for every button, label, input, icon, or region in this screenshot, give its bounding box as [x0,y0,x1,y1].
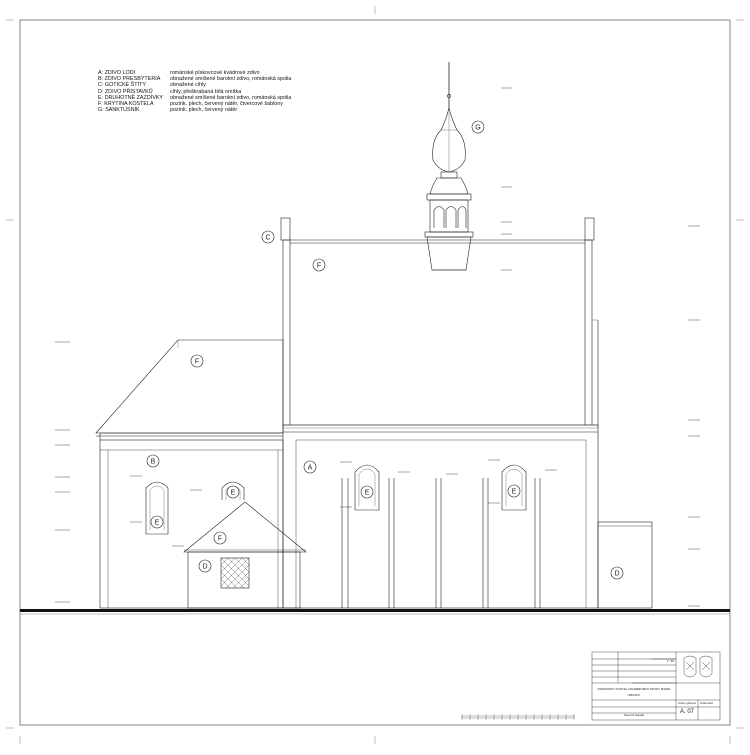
svg-text:E: E [512,489,517,496]
sheet-frame [6,6,744,744]
svg-text:E: E [231,490,236,497]
svg-text:F: F [317,263,321,270]
marker-a: A [303,460,317,474]
marker-b: B [146,454,160,468]
marker-f-porch: F [213,531,227,545]
material-markers: G C F F B A E E E E F D D [146,120,624,580]
drawing-title: ROMÁNSKÝ KOSTEL NANEBEVZETÍ PANNY MARIE [597,688,671,691]
svg-text:E: E [365,490,370,497]
svg-text:G: G [475,125,480,132]
svg-text:D: D [614,571,619,578]
marker-e-presbytery-2: E [150,515,164,529]
marker-c: C [261,230,275,244]
nave [280,217,599,609]
sheet-count-label: Číslo listů [700,702,714,705]
drawing-place: LIBČANY [627,694,641,697]
marker-e-nave-1: E [360,485,374,499]
level-marks [55,87,700,607]
marker-f-nave: F [312,258,326,272]
svg-text:F: F [195,359,199,366]
porch-annex [183,501,307,609]
svg-text:E: E [155,520,160,527]
drawing-name: Severní fasáda [623,714,645,717]
presbytery [95,339,284,609]
drawing-number-label: Číslo výkresu [678,702,697,705]
svg-text:D: D [202,564,207,571]
sanctus-turret [424,62,474,271]
drawing-scale: 1 : 50 [666,660,674,663]
drawing-number: A. 07 [679,709,694,715]
marker-d-porch: D [198,559,212,573]
title-block-frame [591,651,721,721]
scale-bar [461,714,575,720]
right-annex [597,521,653,609]
marker-g: G [471,120,485,134]
institution-emblem [683,655,713,678]
svg-text:A: A [308,465,313,472]
marker-e-nave-2: E [507,484,521,498]
marker-f-presbytery: F [190,354,204,368]
svg-text:F: F [218,536,222,543]
svg-text:C: C [265,235,270,242]
marker-e-presbytery-1: E [226,485,240,499]
svg-text:B: B [151,459,156,466]
marker-d-annex: D [610,566,624,580]
ground-line [20,609,730,615]
